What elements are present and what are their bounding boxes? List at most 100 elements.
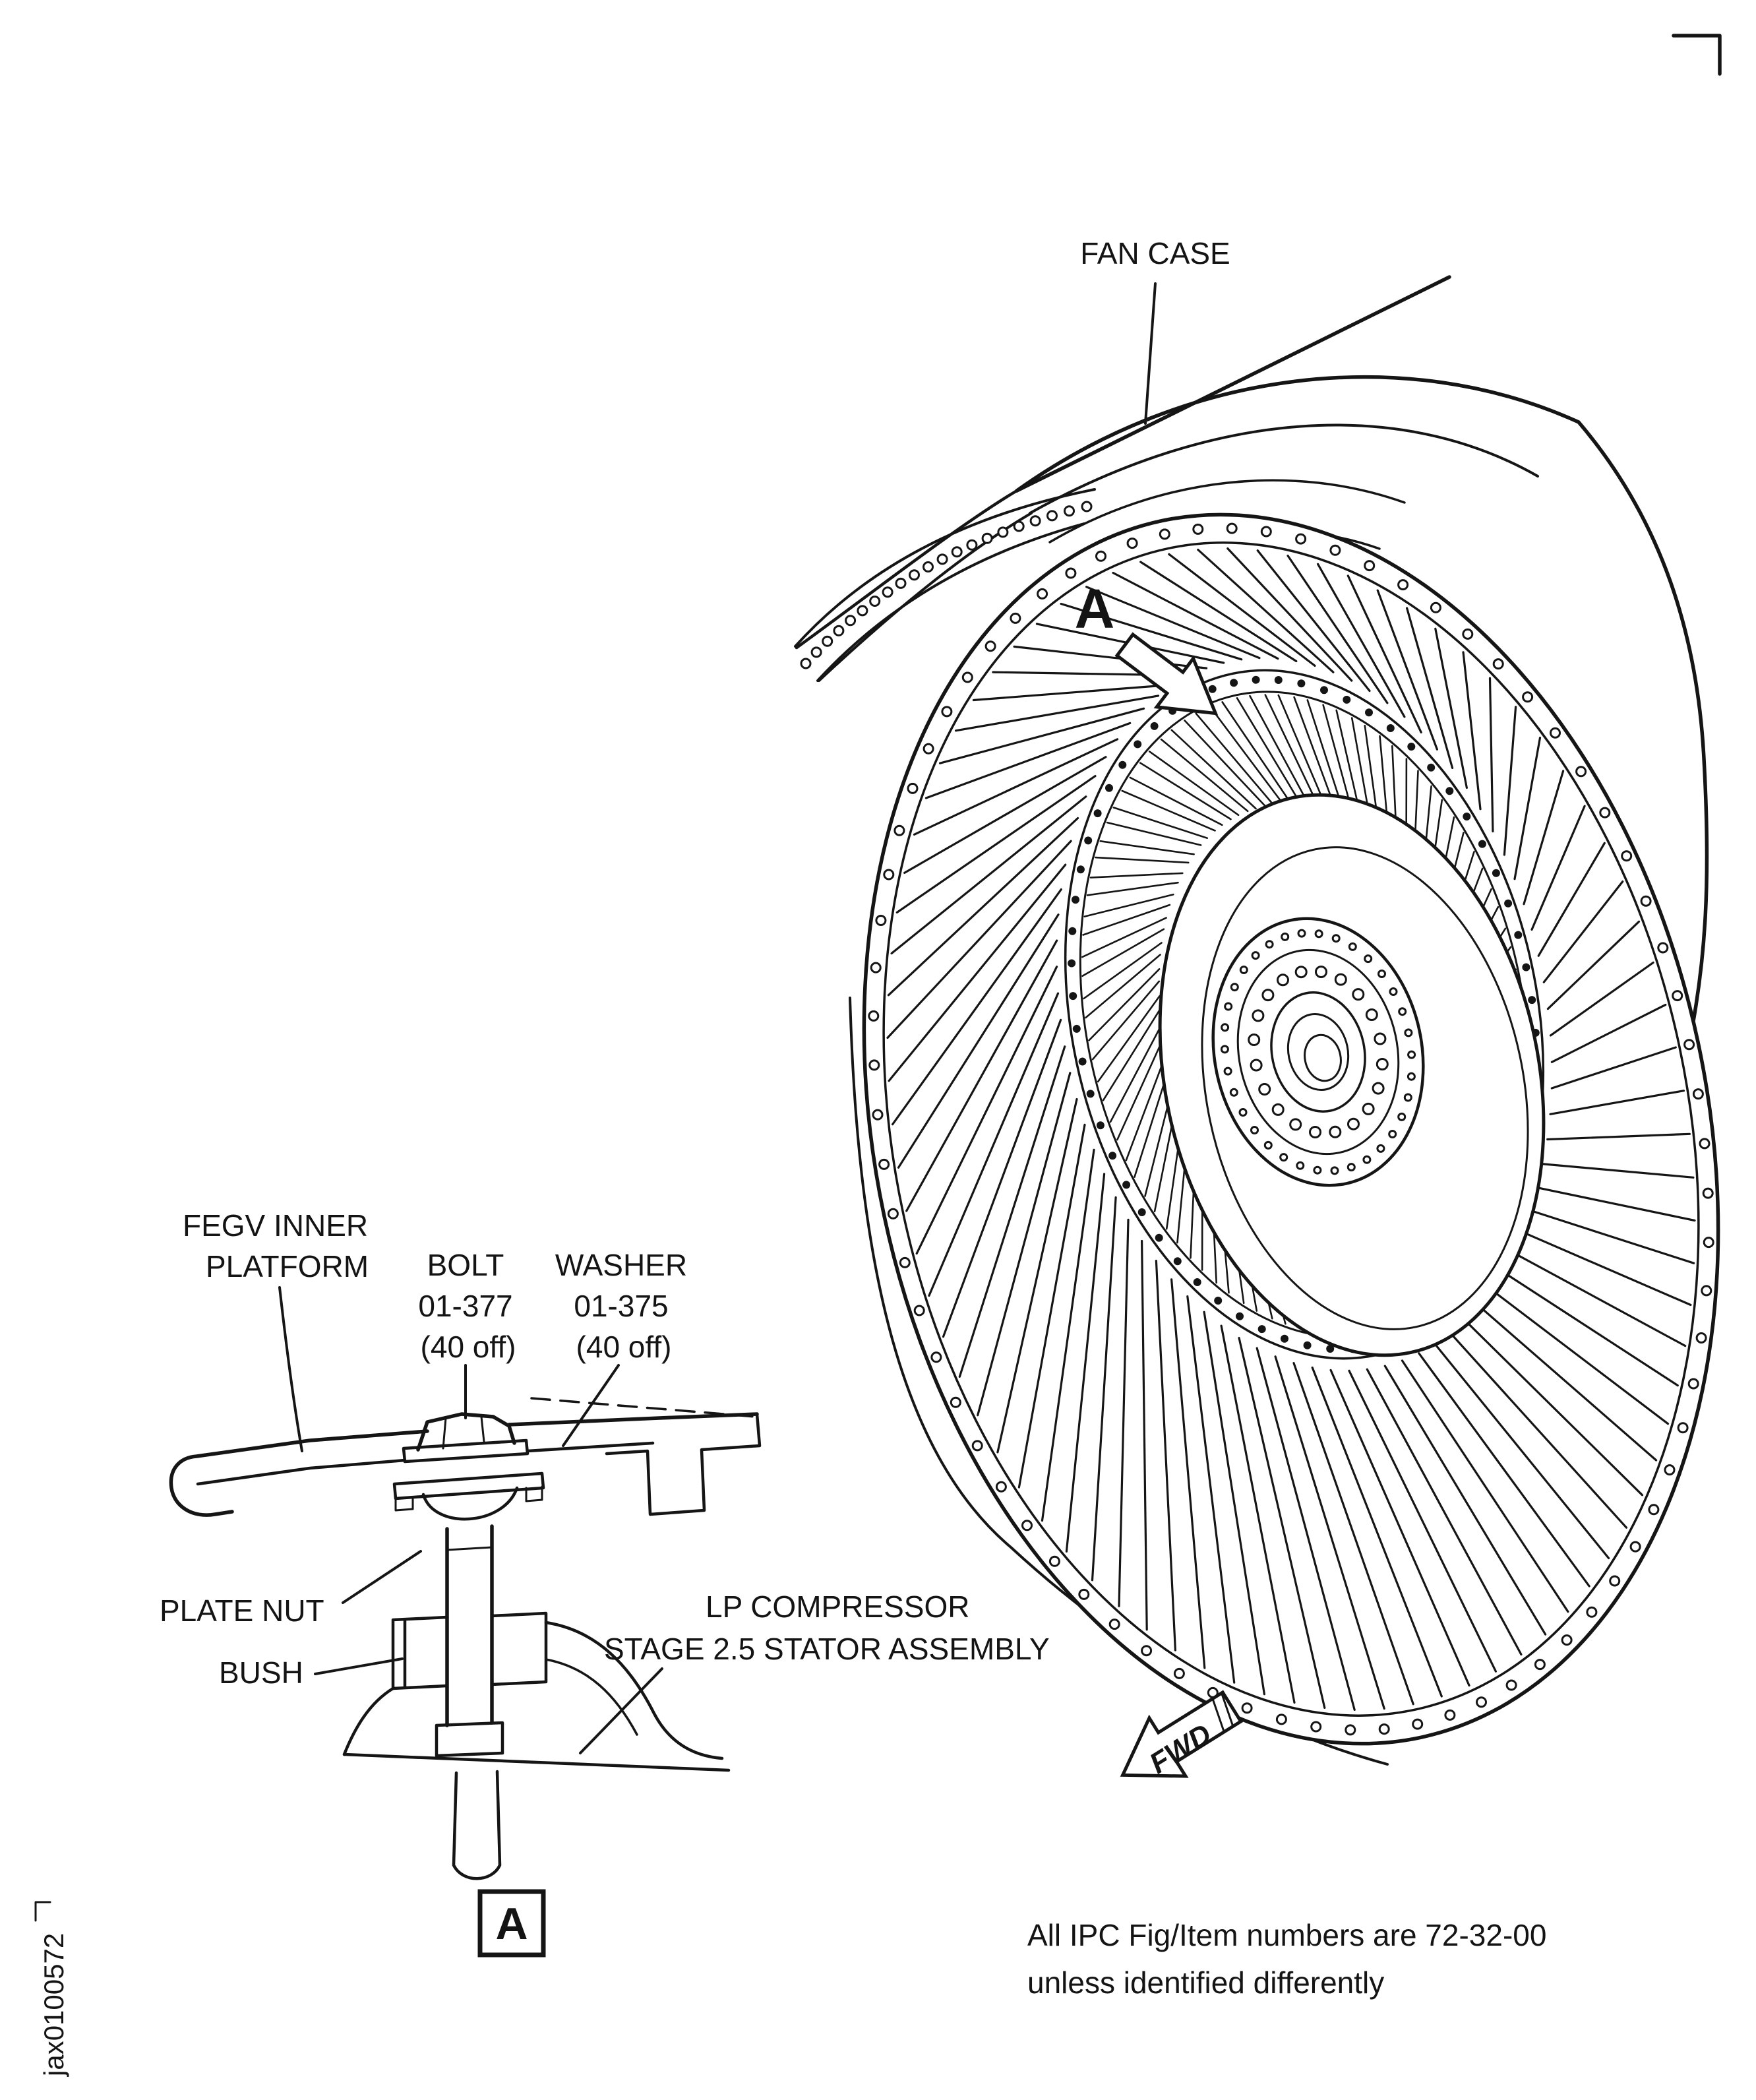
- fan-blade-edge: [1329, 1369, 1470, 1687]
- fan-blade-edge: [1490, 1288, 1670, 1425]
- scallop-bead: [1072, 896, 1079, 904]
- scallop-bead: [1096, 1121, 1105, 1130]
- rivet-hole: [1430, 602, 1441, 613]
- scallop-bead: [1069, 992, 1077, 1001]
- fan-blade-edge: [1316, 563, 1406, 718]
- stator-vane-edge: [1089, 872, 1184, 879]
- rivet-hole: [1677, 1422, 1689, 1434]
- rivet-hole: [1648, 1504, 1660, 1516]
- fan-blade-edge: [1383, 1365, 1547, 1636]
- rivet-hole: [1397, 579, 1409, 591]
- stator-vane-edge: [1085, 954, 1161, 1019]
- bolt-label: BOLT: [427, 1248, 504, 1282]
- fan-blade-edge: [1434, 1343, 1610, 1560]
- stator-vane-edge: [1097, 995, 1161, 1083]
- fwd-arrow-icon: FWD: [1120, 1690, 1244, 1780]
- ipc-note-line1: All IPC Fig/Item numbers are 72-32-00: [1027, 1918, 1546, 1952]
- hub-rivet-holes: [1220, 929, 1416, 1175]
- fan-blade-edge: [1238, 1336, 1326, 1709]
- stator-vane-edge: [1139, 762, 1232, 820]
- hub-bolt: [1365, 1008, 1378, 1021]
- rivet-hole: [1586, 1606, 1598, 1618]
- detail-box-letter: A: [495, 1899, 528, 1949]
- plate-nut-label: PLATE NUT: [160, 1593, 324, 1628]
- rivet-hole: [875, 915, 887, 926]
- rivet-hole: [1629, 1541, 1641, 1553]
- fan-blade-edge: [1017, 1123, 1086, 1489]
- flange-rivet-hole: [1064, 505, 1075, 517]
- fan-case-leader-line: [1144, 282, 1157, 425]
- fan-blade-edge: [1118, 1218, 1130, 1607]
- fan-blade-edge: [1550, 1046, 1677, 1090]
- fan-blade-edge: [1197, 548, 1335, 673]
- stator-vane-edge: [1081, 917, 1167, 958]
- scallop-bead: [1427, 763, 1436, 772]
- bolt-quantity: (40 off): [421, 1330, 516, 1364]
- fan-blade-edge: [1256, 549, 1371, 693]
- rivet-hole: [1078, 1588, 1090, 1600]
- hub-bolt: [1271, 1103, 1285, 1116]
- fan-blade-edge: [1523, 770, 1565, 906]
- scallop-bead: [1478, 840, 1486, 848]
- rivet-hole: [1550, 727, 1561, 739]
- detail-labels: FEGV INNER PLATFORM BOLT 01-377 (40 off)…: [160, 1208, 1050, 1690]
- fan-blade-edge: [1550, 1003, 1667, 1063]
- fegv-label-line1: FEGV INNER: [183, 1208, 368, 1243]
- panel-dashed-line: [530, 1397, 757, 1418]
- scallop-bead: [1078, 1057, 1087, 1066]
- hub-rivet-hole: [1389, 987, 1398, 996]
- hub-rivet-hole: [1314, 929, 1323, 939]
- fan-blade-edge: [1434, 627, 1468, 789]
- flange-rivet-hole: [966, 539, 978, 551]
- hub-bolt: [1250, 1059, 1263, 1072]
- fan-blade-edge: [1085, 586, 1261, 660]
- rivet-hole: [1065, 567, 1077, 579]
- washer-leader-line: [562, 1364, 620, 1447]
- scallop-bead: [1150, 722, 1159, 730]
- rivet-hole: [1534, 1659, 1546, 1671]
- rivet-hole: [1692, 1088, 1704, 1100]
- stator-vane-edge: [1129, 776, 1223, 826]
- rivet-hole: [1701, 1285, 1712, 1297]
- stator-vane-edge: [1095, 856, 1190, 864]
- rivet-hole: [883, 869, 895, 880]
- rivet-hole: [1462, 628, 1474, 640]
- hub-rivet-hole: [1364, 954, 1373, 964]
- stator-vane-edge: [1082, 904, 1171, 936]
- flange-rivet-hole: [936, 553, 948, 565]
- scallop-bead: [1072, 1024, 1081, 1033]
- hub-bolt: [1294, 966, 1308, 979]
- rivet-hole: [1226, 522, 1238, 534]
- stator-vane-edge: [1086, 881, 1179, 896]
- hub-bolt: [1315, 966, 1327, 978]
- spindle-section: [445, 1524, 494, 1727]
- bolt-head-section: [416, 1412, 516, 1452]
- scallop-bead: [1514, 931, 1523, 939]
- hub-rivet-hole: [1239, 966, 1248, 974]
- fan-blade-edge: [1530, 805, 1586, 931]
- flange-rivet-hole: [833, 625, 845, 636]
- rivet-hole: [950, 1396, 961, 1408]
- hub-shaft-ring: [1287, 1013, 1350, 1091]
- rivet-hole: [1687, 1378, 1699, 1390]
- stator-vane-edge: [1236, 697, 1304, 809]
- washer-section: [402, 1438, 530, 1464]
- hub-rivet-hole: [1279, 1153, 1288, 1162]
- stator-vane-edge: [1109, 1022, 1163, 1123]
- case-flange-rivet-holes: [800, 501, 1093, 669]
- hub-bolt: [1352, 988, 1365, 1001]
- fan-blade-edge: [1220, 1324, 1296, 1704]
- flange-rivet-hole: [882, 586, 893, 598]
- rivet-hole: [961, 671, 973, 683]
- fan-blade-edge: [891, 888, 1062, 1126]
- flange-rivet-hole: [810, 646, 822, 658]
- hub-bolt: [1334, 973, 1347, 986]
- hub-rivet-hole: [1388, 1130, 1397, 1138]
- hub-rivet-hole: [1296, 1161, 1305, 1170]
- rivet-hole: [1522, 691, 1534, 703]
- fan-blade-edge: [954, 695, 1160, 732]
- fan-blade-edge: [1513, 736, 1542, 880]
- fan-blade-edge: [890, 795, 1087, 955]
- stator-vane-edge: [1209, 706, 1285, 807]
- hub-bolt: [1329, 1125, 1342, 1138]
